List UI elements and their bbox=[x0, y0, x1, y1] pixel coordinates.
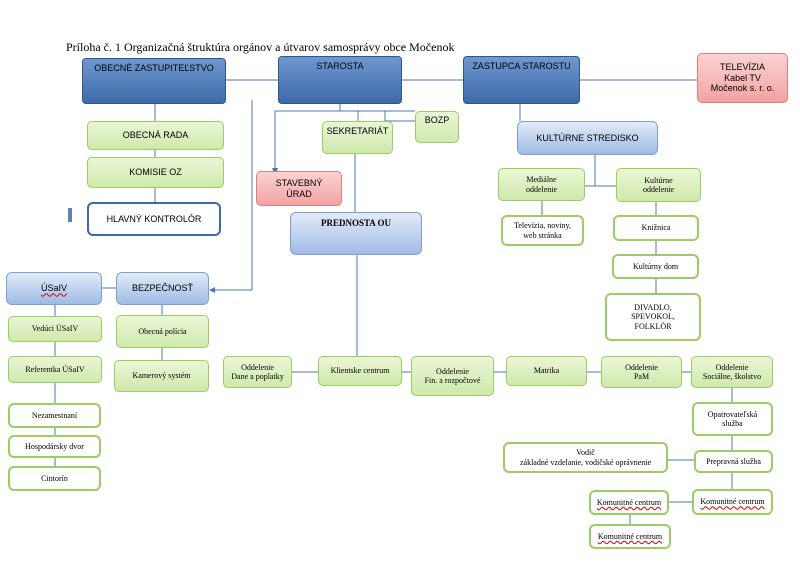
node-cintorin[interactable]: Cintorín bbox=[8, 466, 101, 491]
node-medialne-oddelenie[interactable]: Mediálne oddelenie bbox=[498, 168, 585, 201]
node-usaiv-label: ÚSaIV bbox=[40, 283, 67, 294]
node-hospodarsky-dvor[interactable]: Hospodársky dvor bbox=[8, 435, 101, 458]
node-komunitne-centrum-2[interactable]: Komunitné centrum bbox=[692, 489, 773, 515]
node-prepravna-sluzba[interactable]: Prepravná služba bbox=[694, 450, 773, 473]
node-starosta[interactable]: STAROSTA bbox=[278, 56, 402, 104]
node-komunitne-centrum-1[interactable]: Komunitné centrum bbox=[589, 490, 669, 515]
node-komisie-oz[interactable]: KOMISIE OZ bbox=[87, 157, 224, 188]
node-pam[interactable]: Oddelenie PaM bbox=[601, 356, 682, 388]
node-bezpecnost[interactable]: BEZPEČNOSŤ bbox=[116, 272, 209, 305]
node-televizia[interactable]: TELEVÍZIA Kabel TV Močenok s. r. o. bbox=[697, 53, 788, 103]
node-prednosta-ou[interactable]: PREDNOSTA OU bbox=[290, 212, 422, 255]
node-bozp[interactable]: BOZP bbox=[415, 111, 459, 143]
node-obecna-policia[interactable]: Obecná polícia bbox=[116, 315, 209, 348]
node-vodic[interactable]: Vodič základné vzdelanie, vodičské opráv… bbox=[503, 442, 668, 473]
node-televizia-noviny[interactable]: Televízia, noviny, web stránka bbox=[501, 215, 584, 246]
node-hlavny-kontrolor[interactable]: HLAVNÝ KONTROLÓR bbox=[87, 202, 221, 236]
node-sekretariat[interactable]: SEKRETARIÁT bbox=[322, 121, 393, 154]
node-referentka-usaiv[interactable]: Referentka ÚSaIV bbox=[8, 356, 102, 383]
node-obecna-rada[interactable]: OBECNÁ RADA bbox=[87, 121, 224, 150]
node-nezamestnani[interactable]: Nezamestnaní bbox=[8, 403, 101, 428]
page-title: Príloha č. 1 Organizačná štruktúra orgán… bbox=[66, 40, 455, 54]
node-fin-rozpoctove[interactable]: Oddelenie Fin. a rozpočtové bbox=[411, 356, 494, 396]
node-stavebny-urad[interactable]: STAVEBNÝ ÚRAD bbox=[256, 171, 342, 206]
node-dane-poplatky[interactable]: Oddelenie Dane a poplatky bbox=[223, 356, 292, 388]
node-veduci-usaiv[interactable]: Vedúci ÚSaIV bbox=[8, 316, 102, 342]
node-komunitne-centrum-3-label: Komunitné centrum bbox=[597, 531, 663, 541]
node-opatrovatelska-sluzba[interactable]: Opatrovateľská služba bbox=[692, 402, 773, 436]
node-klientske-centrum[interactable]: Klientske centrum bbox=[318, 356, 402, 386]
node-kniznica[interactable]: Knižnica bbox=[613, 215, 699, 241]
node-matrika[interactable]: Matrika bbox=[506, 356, 587, 386]
node-kulturne-oddelenie[interactable]: Kultúrne oddelenie bbox=[616, 168, 701, 202]
node-divadlo[interactable]: DIVADLO, SPEVOKOL, FOLKLÓR bbox=[605, 293, 701, 341]
node-usaiv[interactable]: ÚSaIV bbox=[6, 272, 102, 305]
decorative-marker bbox=[68, 208, 72, 222]
node-kulturne-stredisko[interactable]: KULTÚRNE STREDISKO bbox=[517, 121, 658, 155]
node-socialne-skolstvo[interactable]: Oddelenie Sociálne, školstvo bbox=[691, 356, 773, 388]
node-zastupca-starostu[interactable]: ZASTUPCA STAROSTU bbox=[463, 56, 580, 104]
node-komunitne-centrum-1-label: Komunitné centrum bbox=[596, 497, 662, 507]
node-kulturny-dom[interactable]: Kultúrny dom bbox=[612, 254, 699, 279]
node-komunitne-centrum-2-label: Komunitné centrum bbox=[700, 497, 765, 507]
node-kamerovy-system[interactable]: Kamerový systém bbox=[114, 360, 209, 392]
node-obecne-zastupitelstvo[interactable]: OBECNÉ ZASTUPITEĽSTVO bbox=[82, 58, 226, 104]
node-komunitne-centrum-3[interactable]: Komunitné centrum bbox=[589, 524, 671, 549]
